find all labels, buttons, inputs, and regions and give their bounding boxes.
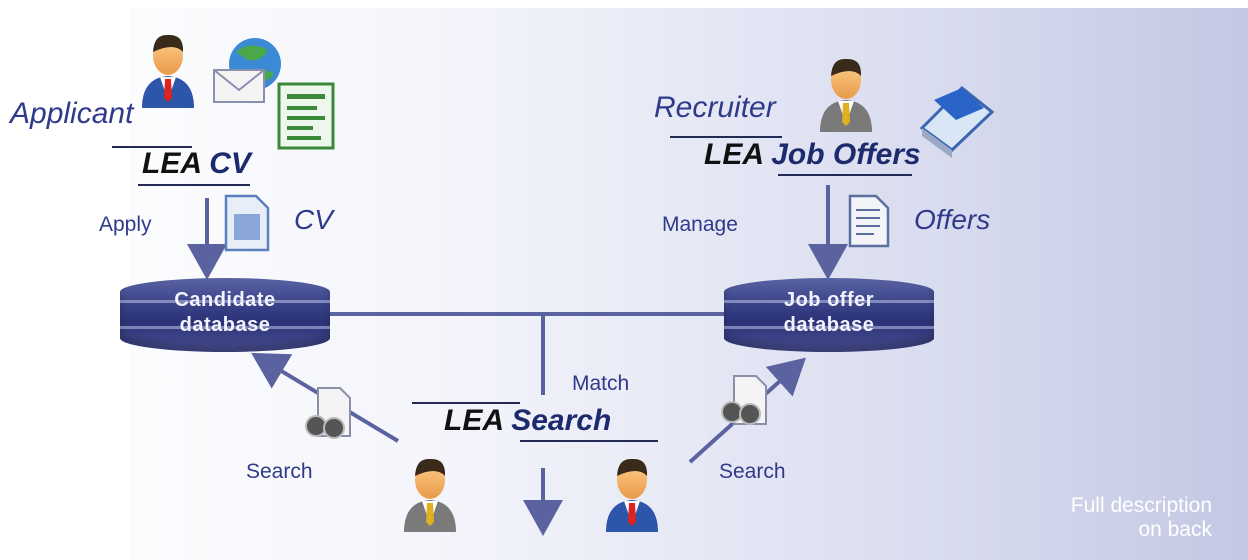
tool-underlines — [112, 136, 912, 442]
binoculars-document-icon — [305, 387, 351, 439]
globe-mail-icon — [213, 38, 281, 103]
lea-cv-brand: LEA — [142, 147, 201, 180]
binoculars-document-icon-right — [721, 375, 767, 425]
manage-label: Manage — [662, 213, 738, 236]
footer-line1: Full description — [1070, 494, 1212, 517]
cv-document-label: CV — [294, 204, 333, 235]
applicant-person-icon — [142, 34, 194, 108]
job-offer-database: Job offer database — [724, 278, 934, 352]
offers-document-label: Offers — [914, 204, 991, 235]
full-description-note[interactable]: Full description on back — [1071, 494, 1212, 542]
form-document-icon — [277, 82, 335, 150]
search-right-label: Search — [719, 460, 786, 483]
job-offer-database-line2: database — [783, 314, 875, 336]
lea-job-offers-product: Job Offers — [771, 138, 921, 171]
job-offer-database-line1: Job offer — [783, 289, 875, 311]
lea-search-title: LEA Search — [444, 404, 611, 438]
people-icons — [142, 34, 872, 532]
match-label: Match — [572, 372, 630, 395]
lea-job-offers-title: LEA Job Offers — [704, 138, 921, 172]
searcher-left-person-icon — [404, 458, 456, 532]
document-icon — [224, 194, 270, 252]
recruiter-person-icon — [820, 58, 872, 132]
searcher-right-person-icon — [606, 458, 658, 532]
search-left-label: Search — [246, 460, 313, 483]
candidate-database-line2: database — [179, 314, 271, 336]
candidate-database-line1: Candidate — [174, 289, 276, 311]
offers-document-icon — [848, 194, 890, 248]
lea-search-brand: LEA — [444, 404, 503, 437]
lea-search-product: Search — [511, 404, 612, 437]
candidate-database: Candidate database — [120, 278, 330, 352]
recruiter-label: Recruiter — [654, 91, 776, 124]
footer-line2: on back — [1138, 518, 1212, 541]
lea-cv-product: CV — [209, 147, 251, 180]
lea-cv-title: LEA CV — [142, 147, 251, 181]
apply-label: Apply — [99, 213, 152, 236]
scanner-icon — [919, 85, 995, 158]
lea-job-offers-brand: LEA — [704, 138, 763, 171]
applicant-label: Applicant — [10, 97, 134, 130]
